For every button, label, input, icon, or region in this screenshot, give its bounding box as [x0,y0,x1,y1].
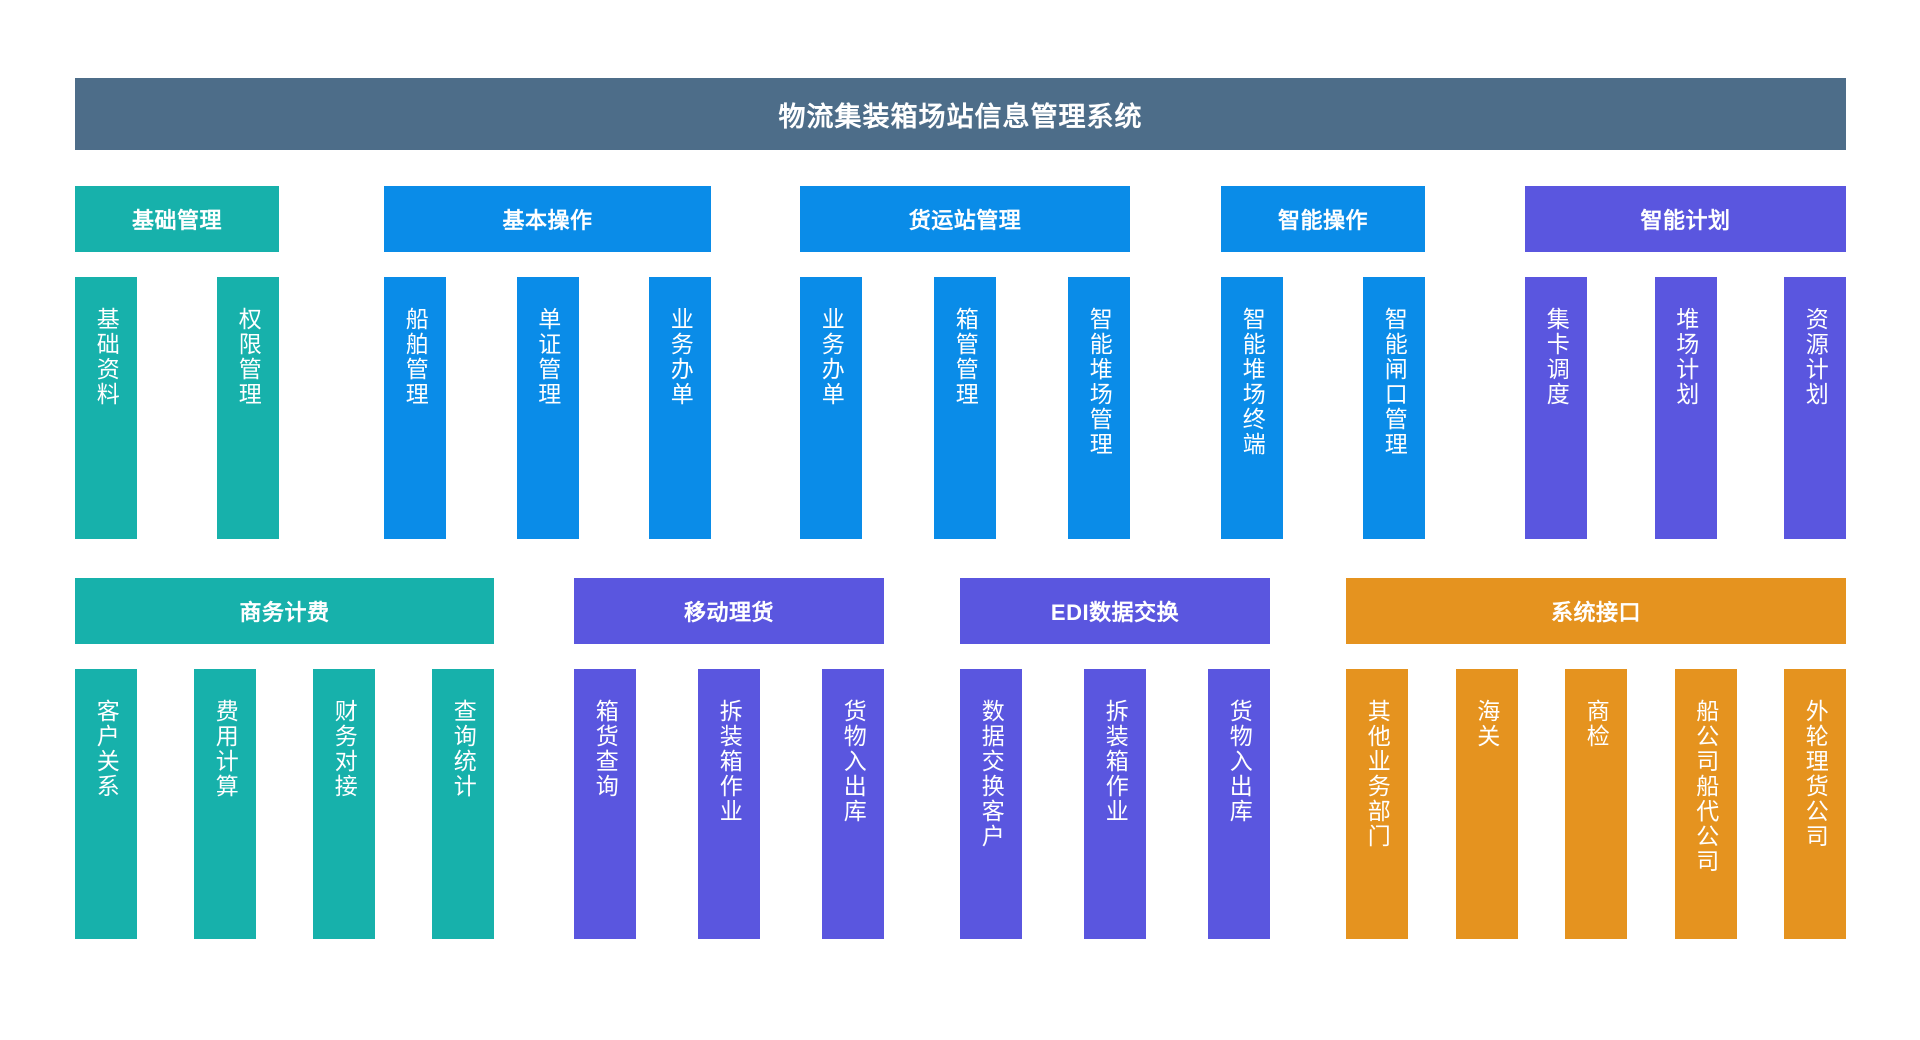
group-header[interactable]: 智能计划 [1525,186,1846,252]
group-item[interactable]: 集卡调度 [1525,277,1587,539]
group-items: 其他业务部门 海关 商检 船公司船代公司 外轮理货公司 [1346,669,1846,939]
group-items: 业务办单 箱管管理 智能堆场管理 [800,277,1130,539]
group-item[interactable]: 客户关系 [75,669,137,939]
group-item-label: 集卡调度 [1543,307,1570,407]
group-items: 船舶管理 单证管理 业务办单 [384,277,711,539]
group-item-label: 业务办单 [667,307,694,407]
group-4: 智能操作智能堆场终端 智能闸口管理 [1221,186,1425,539]
group-header-label: 基础管理 [131,208,222,233]
group-item-label: 堆场计划 [1672,307,1699,407]
group-header-label: 移动理货 [683,600,774,625]
group-item[interactable]: 箱货查询 [574,669,636,939]
group-header-label: 系统接口 [1550,600,1641,625]
group-header-label: 智能计划 [1640,208,1731,233]
group-item-label: 其他业务部门 [1364,699,1391,849]
group-header[interactable]: 系统接口 [1346,578,1846,644]
group-item[interactable]: 资源计划 [1784,277,1846,539]
group-item[interactable]: 智能堆场管理 [1068,277,1130,539]
group-header-label: 商务计费 [239,600,330,625]
group-item[interactable]: 财务对接 [313,669,375,939]
group-item-label: 费用计算 [212,699,239,799]
group-item[interactable]: 拆装箱作业 [1084,669,1146,939]
group-item[interactable]: 拆装箱作业 [698,669,760,939]
group-item[interactable]: 堆场计划 [1654,277,1717,539]
group-item[interactable]: 船舶管理 [384,277,446,539]
group-item-label: 单证管理 [534,307,561,407]
group-item-label: 权限管理 [235,307,262,407]
group-header[interactable]: 基础管理 [75,186,279,252]
group-item-label: 基础资料 [93,307,120,407]
group-item[interactable]: 货物入出库 [1208,669,1270,939]
group-3: EDI数据交换数据交换客户 拆装箱作业 货物入出库 [960,578,1270,939]
group-items: 数据交换客户 拆装箱作业 货物入出库 [960,669,1270,939]
group-items: 箱货查询 拆装箱作业 货物入出库 [574,669,884,939]
group-item[interactable]: 费用计算 [194,669,256,939]
group-items: 基础资料 权限管理 [75,277,279,539]
group-item-label: 船公司船代公司 [1692,699,1719,874]
group-1: 商务计费客户关系 费用计算 财务对接 查询统计 [75,578,494,939]
group-items: 客户关系 费用计算 财务对接 查询统计 [75,669,494,939]
group-item[interactable]: 查询统计 [432,669,494,939]
group-2: 基本操作船舶管理 单证管理 业务办单 [384,186,711,539]
group-item[interactable]: 货物入出库 [822,669,884,939]
group-header-label: 智能操作 [1277,208,1368,233]
group-item[interactable]: 业务办单 [649,277,711,539]
group-item-label: 商检 [1583,699,1610,749]
group-item-label: 货物入出库 [1226,699,1253,824]
group-header-label: 基本操作 [502,208,593,233]
group-item[interactable]: 船公司船代公司 [1674,669,1737,939]
group-item[interactable]: 单证管理 [516,277,579,539]
group-item-label: 查询统计 [450,699,477,799]
group-items: 集卡调度 堆场计划 资源计划 [1525,277,1846,539]
group-item[interactable]: 业务办单 [800,277,862,539]
group-item[interactable]: 权限管理 [217,277,279,539]
system-title-bar: 物流集装箱场站信息管理系统 [75,78,1846,150]
group-item-label: 数据交换客户 [978,699,1005,849]
group-item-label: 外轮理货公司 [1802,699,1829,849]
group-header[interactable]: 基本操作 [384,186,711,252]
group-item-label: 智能堆场管理 [1086,307,1113,457]
group-item-label: 拆装箱作业 [1102,699,1129,824]
group-item-label: 箱货查询 [592,699,619,799]
group-item-label: 拆装箱作业 [716,699,743,824]
group-item[interactable]: 商检 [1565,669,1627,939]
group-header[interactable]: 商务计费 [75,578,494,644]
group-header[interactable]: 移动理货 [574,578,884,644]
group-item[interactable]: 箱管管理 [934,277,996,539]
group-item-label: 财务对接 [331,699,358,799]
group-header[interactable]: 货运站管理 [800,186,1130,252]
group-item-label: 业务办单 [818,307,845,407]
group-header-label: 货运站管理 [908,208,1022,233]
group-header-label: EDI数据交换 [1050,600,1180,625]
group-item-label: 船舶管理 [402,307,429,407]
group-item-label: 箱管管理 [952,307,979,407]
group-item[interactable]: 智能闸口管理 [1363,277,1425,539]
group-items: 智能堆场终端 智能闸口管理 [1221,277,1425,539]
group-item[interactable]: 基础资料 [75,277,137,539]
group-item-label: 智能堆场终端 [1239,307,1266,457]
group-item[interactable]: 智能堆场终端 [1221,277,1283,539]
group-header[interactable]: 智能操作 [1221,186,1425,252]
group-item-label: 智能闸口管理 [1381,307,1408,457]
group-item[interactable]: 数据交换客户 [960,669,1022,939]
group-2: 移动理货箱货查询 拆装箱作业 货物入出库 [574,578,884,939]
group-1: 基础管理基础资料 权限管理 [75,186,279,539]
group-4: 系统接口其他业务部门 海关 商检 船公司船代公司 外轮理货公司 [1346,578,1846,939]
group-3: 货运站管理业务办单 箱管管理 智能堆场管理 [800,186,1130,539]
group-item-label: 客户关系 [93,699,120,799]
group-item[interactable]: 海关 [1455,669,1518,939]
page-title: 物流集装箱场站信息管理系统 [778,101,1143,132]
group-item-label: 海关 [1473,699,1500,749]
group-item[interactable]: 其他业务部门 [1346,669,1408,939]
group-item[interactable]: 外轮理货公司 [1784,669,1846,939]
group-header[interactable]: EDI数据交换 [960,578,1270,644]
group-item-label: 资源计划 [1802,307,1829,407]
group-5: 智能计划集卡调度 堆场计划 资源计划 [1525,186,1846,539]
group-item-label: 货物入出库 [840,699,867,824]
